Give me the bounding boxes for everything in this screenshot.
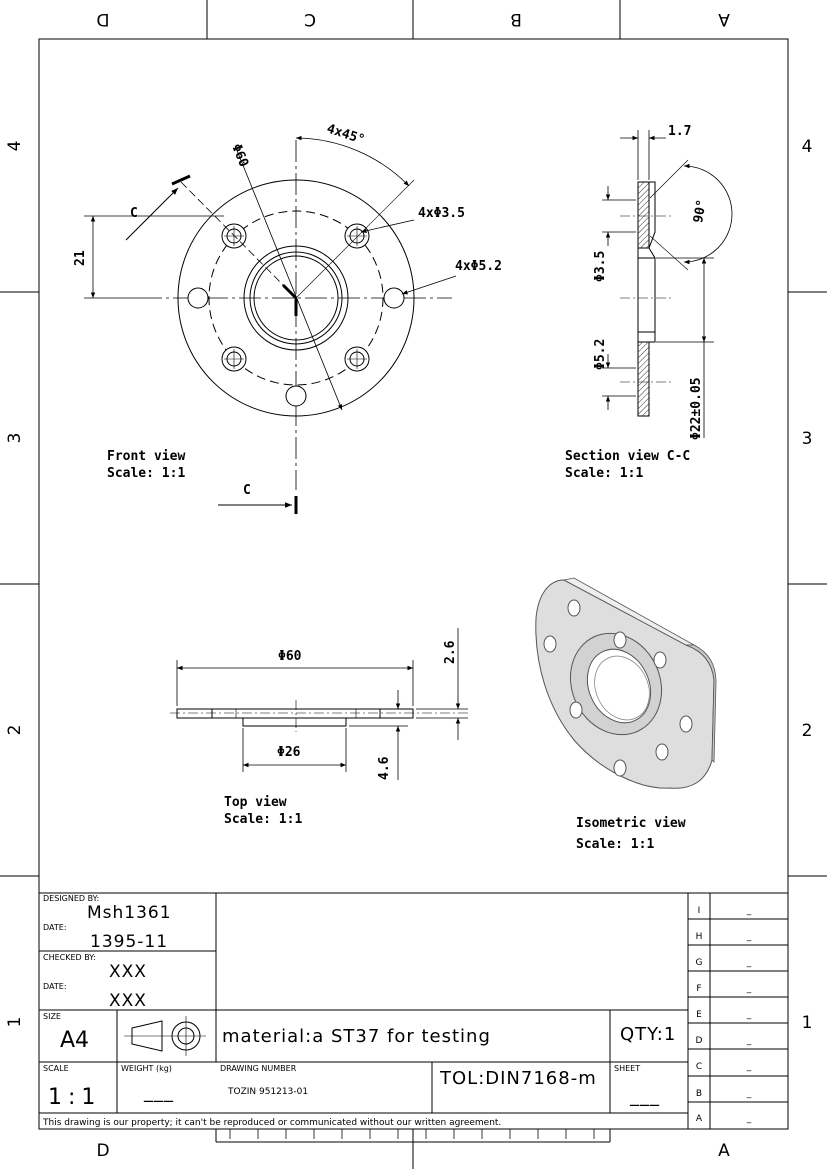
revision-value: _ — [746, 932, 752, 942]
front-view-scale: Scale: 1:1 — [107, 466, 185, 481]
zone-row-3-right: 3 — [802, 429, 813, 449]
scale-value: 1:1 — [48, 1085, 101, 1110]
revision-letter: H — [696, 932, 703, 942]
hole-large-bottom — [285, 385, 307, 407]
iso-view-scale: Scale: 1:1 — [576, 837, 654, 852]
zone-col-b: B — [510, 9, 522, 29]
revision-value: _ — [746, 1114, 752, 1124]
qty-value: QTY:1 — [620, 1024, 676, 1045]
revision-value: _ — [746, 906, 752, 916]
revision-letter: A — [696, 1114, 703, 1124]
dim-angle-arc — [295, 135, 410, 187]
weight-value: ___ — [143, 1082, 174, 1103]
revision-value: _ — [746, 1010, 752, 1020]
zone-row-2-right: 2 — [802, 721, 813, 741]
cut-arrow-top — [125, 187, 179, 241]
front-view-title: Front view — [107, 449, 185, 464]
date2-label: DATE: — [43, 982, 67, 991]
iso-bore — [586, 648, 652, 724]
sheet-label: SHEET — [614, 1064, 640, 1073]
section-view-title: Section view C-C — [565, 449, 690, 464]
weight-label: WEIGHT (kg) — [121, 1064, 172, 1073]
zone-row-1-left: 1 — [5, 1017, 25, 1028]
revision-letter: I — [698, 906, 701, 916]
zone-col-a: A — [718, 9, 730, 29]
cut-label-bottom: C — [243, 483, 251, 498]
designed-by-label: DESIGNED BY: — [43, 894, 99, 903]
dim-thickness-top: 1.7 — [668, 124, 691, 139]
revision-letter: G — [696, 958, 703, 968]
zone-col-d-bottom: D — [96, 1141, 109, 1161]
zone-col-d: D — [96, 9, 109, 29]
scale-label: SCALE — [43, 1064, 69, 1073]
date-label: DATE: — [43, 923, 67, 932]
top-view-scale: Scale: 1:1 — [224, 812, 302, 827]
dim-top-d60: Φ60 — [278, 649, 302, 664]
checked-by-value: XXX — [109, 962, 147, 982]
size-value: A4 — [60, 1028, 89, 1053]
date2-value: XXX — [109, 991, 147, 1011]
revision-value: _ — [746, 984, 752, 994]
top-view-title: Top view — [224, 795, 287, 810]
dim-chamfer: 4x45° — [325, 122, 367, 148]
dim-top-t46: 4.6 — [377, 756, 392, 780]
dim-angle-90-arc — [683, 163, 733, 265]
title-block — [39, 892, 788, 1143]
dim-section-d22: Φ22±0.05 — [689, 377, 704, 440]
tolerance-value: TOL:DIN7168-m — [439, 1068, 597, 1089]
dim-holes-small: 4xΦ3.5 — [418, 206, 465, 221]
zone-col-a-bottom: A — [718, 1141, 730, 1161]
revision-value: _ — [746, 958, 752, 968]
top-view: Φ60 Φ26 2.6 4.6 Top view Scale: 1:1 — [170, 628, 470, 827]
revision-value: _ — [746, 1089, 752, 1099]
zone-row-3-left: 3 — [5, 433, 25, 444]
isometric-view: Isometric view Scale: 1:1 — [535, 577, 717, 852]
ownership-note: This drawing is our property; it can't b… — [42, 1118, 501, 1128]
revision-value: _ — [746, 1062, 752, 1072]
zone-labels: D C B A D A 4 3 2 1 4 3 2 1 — [5, 9, 812, 1161]
cut-plane-line — [180, 181, 297, 299]
cut-label-top: C — [130, 206, 138, 221]
iso-view-title: Isometric view — [576, 816, 686, 831]
revision-letter: E — [696, 1010, 702, 1020]
projection-symbol-icon — [124, 1016, 206, 1056]
revision-letter: F — [696, 984, 701, 994]
dim-pcd: Φ60 — [228, 142, 251, 170]
size-label: SIZE — [43, 1012, 61, 1021]
title-block-text: DESIGNED BY: Msh1361 DATE: 1395-11 CHECK… — [42, 894, 676, 1128]
drawing-number-value: TOZIN 951213-01 — [227, 1087, 308, 1097]
date-value: 1395-11 — [90, 932, 168, 952]
revision-table: I _ H _ G _ F _ E _ D _ C _ B _ A _ — [696, 906, 752, 1124]
designed-by-value: Msh1361 — [87, 903, 172, 923]
dim-holes-large: 4xΦ5.2 — [455, 259, 502, 274]
zone-row-2-left: 2 — [5, 725, 25, 736]
dim-top-d26: Φ26 — [277, 745, 301, 760]
zone-row-4-right: 4 — [802, 137, 813, 157]
hole-large-right — [383, 287, 405, 309]
zone-col-c: C — [304, 9, 316, 29]
dim-section-d52: Φ5.2 — [593, 339, 608, 370]
revision-letter: C — [696, 1062, 702, 1072]
front-view: C C Φ60 4x45° 4xΦ3.5 4xΦ5.2 21 Front vie… — [73, 122, 502, 514]
hole-large-left — [187, 287, 209, 309]
zone-row-4-left: 4 — [5, 141, 25, 152]
dim-top-t26: 2.6 — [443, 640, 458, 664]
section-view: 1.7 90° Φ3.5 Φ5.2 Φ22±0.05 Sec — [565, 124, 733, 481]
dim-angle-90: 90° — [691, 198, 710, 224]
sheet-value: ___ — [629, 1086, 660, 1107]
zone-row-1-right: 1 — [802, 1013, 813, 1033]
checked-by-label: CHECKED BY: — [43, 953, 96, 962]
drawing-number-label: DRAWING NUMBER — [220, 1064, 297, 1073]
dim-offset: 21 — [73, 250, 88, 266]
material-value: material:a ST37 for testing — [222, 1026, 491, 1047]
revision-letter: D — [696, 1036, 703, 1046]
scale-bar-ticks — [229, 1129, 595, 1139]
dim-section-d35: Φ3.5 — [593, 251, 608, 282]
revision-letter: B — [696, 1089, 702, 1099]
section-view-scale: Scale: 1:1 — [565, 466, 643, 481]
dim-pcd-line — [235, 147, 343, 411]
revision-value: _ — [746, 1036, 752, 1046]
